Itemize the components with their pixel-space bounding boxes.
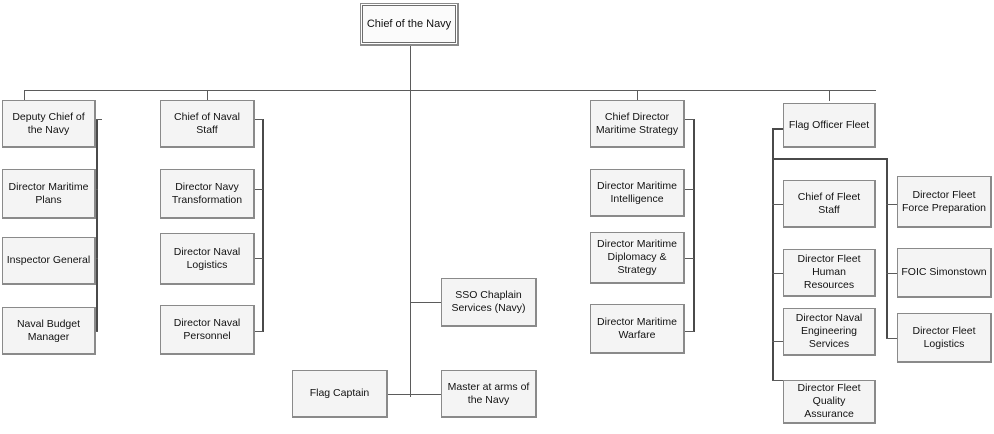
node-label: SSO Chaplain Services (Navy): [451, 289, 526, 314]
node-label: Flag Officer Fleet: [788, 118, 870, 131]
connector-drop-deputy-chief: [24, 90, 25, 101]
connector-stub-director-fleet-force-prep: [886, 204, 898, 205]
connector-stub-chief-fleet-staff: [772, 204, 784, 205]
node-director-fleet-quality-assurance[interactable]: Director Fleet Quality Assurance: [783, 380, 876, 424]
node-label: Director Maritime Diplomacy & Strategy: [597, 238, 677, 276]
node-label: Director Fleet Quality Assurance: [797, 382, 861, 420]
connector-stub-flag-officer-fleet: [772, 128, 784, 130]
node-master-at-arms-of-the-navy[interactable]: Master at arms of the Navy: [441, 370, 537, 418]
node-label: Director Maritime Plans: [8, 180, 89, 206]
connector-root-trunk: [410, 45, 411, 397]
node-director-maritime-diplomacy-strategy[interactable]: Director Maritime Diplomacy & Strategy: [590, 232, 685, 284]
node-label: Director Maritime Intelligence: [597, 179, 677, 205]
connector-drop-chief-director-maritime-strategy: [637, 90, 638, 101]
node-label: Director Naval Personnel: [173, 316, 241, 342]
connector-stub-director-fleet-hr: [772, 273, 784, 274]
connector-bus-fleet-subbranch: [772, 158, 888, 160]
node-director-maritime-plans[interactable]: Director Maritime Plans: [2, 169, 96, 219]
node-director-naval-personnel[interactable]: Director Naval Personnel: [160, 305, 255, 355]
node-chief-of-naval-staff[interactable]: Chief of Naval Staff: [160, 100, 255, 148]
node-chief-of-fleet-staff[interactable]: Chief of Fleet Staff: [783, 180, 876, 228]
connector-stub-director-maritime-intelligence: [685, 189, 694, 190]
node-chief-director-maritime-strategy[interactable]: Chief Director Maritime Strategy: [590, 100, 685, 148]
connector-top-bus: [24, 90, 876, 91]
node-director-maritime-warfare[interactable]: Director Maritime Warfare: [590, 304, 685, 354]
connector-spine-fleet-subbranch: [886, 158, 888, 339]
node-label: Director Fleet Human Resources: [797, 253, 861, 291]
node-label: Chief Director Maritime Strategy: [595, 110, 679, 136]
node-label: FOIC Simonstown: [901, 266, 987, 278]
connector-stub-director-fleet-logistics: [886, 338, 898, 339]
node-label: Master at arms of the Navy: [447, 380, 530, 406]
connector-stub-chief-director-maritime-strategy: [685, 119, 694, 120]
node-director-fleet-logistics[interactable]: Director Fleet Logistics: [897, 313, 992, 363]
node-director-naval-engineering-services[interactable]: Director Naval Engineering Services: [783, 308, 876, 356]
node-director-navy-transformation[interactable]: Director Navy Transformation: [160, 169, 255, 219]
node-label: Chief of the Navy: [366, 17, 452, 30]
node-label: Chief of Fleet Staff: [797, 190, 861, 216]
connector-stub-sso-chaplain: [410, 302, 442, 303]
node-sso-chaplain-services-navy[interactable]: SSO Chaplain Services (Navy): [441, 278, 537, 327]
connector-spine-maritime-strategy: [693, 119, 695, 332]
node-label: Naval Budget Manager: [16, 317, 81, 343]
node-label: Flag Captain: [309, 387, 370, 399]
connector-stub-director-maritime-warfare: [685, 331, 694, 332]
node-flag-officer-fleet[interactable]: Flag Officer Fleet: [783, 103, 876, 148]
connector-stub-flag-captain: [388, 394, 411, 395]
connector-stub-foic-simonstown: [886, 273, 898, 274]
node-foic-simonstown[interactable]: FOIC Simonstown: [897, 248, 992, 298]
node-label: Director Naval Engineering Services: [795, 312, 863, 350]
node-label: Director Navy Transformation: [171, 180, 243, 206]
node-director-fleet-force-preparation[interactable]: Director Fleet Force Preparation: [897, 176, 992, 228]
node-label: Inspector General: [6, 254, 91, 266]
connector-spine-chief-naval-staff: [262, 119, 264, 332]
node-chief-of-the-navy[interactable]: Chief of the Navy: [360, 3, 459, 46]
connector-stub-director-naval-personnel: [255, 331, 263, 332]
node-director-naval-logistics[interactable]: Director Naval Logistics: [160, 233, 255, 285]
node-label: Director Fleet Force Preparation: [901, 188, 987, 214]
connector-stub-master-at-arms: [410, 394, 442, 395]
connector-drop-flag-officer-fleet: [829, 90, 830, 101]
connector-stub-director-fleet-quality: [772, 380, 784, 381]
node-naval-budget-manager[interactable]: Naval Budget Manager: [2, 307, 96, 355]
connector-stub-director-naval-logistics: [255, 258, 263, 259]
connector-stub-deputy-chief: [96, 119, 102, 120]
node-label: Director Maritime Warfare: [597, 315, 677, 341]
node-label: Director Naval Logistics: [173, 245, 241, 271]
connector-spine-deputy-chief: [96, 119, 98, 332]
connector-spine-flag-officer-fleet: [772, 128, 774, 380]
connector-stub-director-maritime-diplomacy: [685, 258, 694, 259]
connector-stub-chief-naval-staff: [255, 119, 263, 120]
node-director-fleet-human-resources[interactable]: Director Fleet Human Resources: [783, 249, 876, 297]
node-flag-captain[interactable]: Flag Captain: [292, 370, 388, 418]
node-director-maritime-intelligence[interactable]: Director Maritime Intelligence: [590, 169, 685, 217]
node-label: Director Fleet Logistics: [912, 324, 976, 350]
connector-stub-director-naval-engineering: [772, 341, 784, 342]
connector-stub-director-navy-transformation: [255, 189, 263, 190]
node-deputy-chief-of-the-navy[interactable]: Deputy Chief of the Navy: [2, 100, 96, 148]
node-label: Chief of Naval Staff: [174, 110, 240, 136]
connector-drop-chief-naval-staff: [207, 90, 208, 101]
node-inspector-general[interactable]: Inspector General: [2, 237, 96, 285]
node-label: Deputy Chief of the Navy: [12, 110, 85, 136]
